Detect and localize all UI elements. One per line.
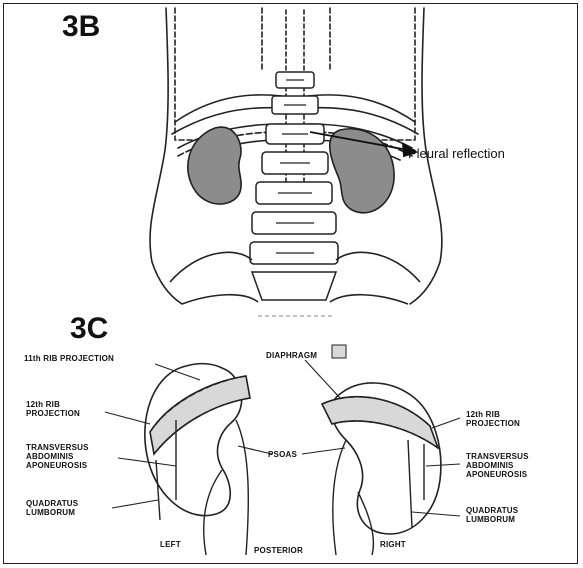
right-psoas-edge: [333, 440, 346, 555]
label-12th-rib-left: 12th RIB PROJECTION: [26, 400, 80, 418]
panel-label-3b: 3B: [62, 10, 100, 44]
sacrum: [252, 272, 336, 300]
diaphragm-legend-swatch: [332, 345, 346, 358]
torso-left-outline: [150, 8, 182, 304]
label-posterior: POSTERIOR: [254, 546, 303, 555]
label-11th-rib-projection: 11th RIB PROJECTION: [24, 354, 114, 363]
right-scapula-dashed: [380, 8, 415, 140]
label-transversus-left: TRANSVERSUS ABDOMINIS APONEUROSIS: [26, 443, 89, 470]
left-psoas-inner: [236, 420, 248, 555]
pelvis-lower-right: [330, 295, 408, 304]
left-scapula-dashed: [175, 8, 215, 140]
label-left: LEFT: [160, 540, 181, 549]
panel-label-3c: 3C: [70, 312, 108, 346]
left-kidney: [188, 127, 241, 204]
right-iliac-crest: [336, 252, 420, 282]
leader-psoas-right: [302, 448, 345, 454]
label-12th-rib-right: 12th RIB PROJECTION: [466, 410, 520, 428]
pelvis-lower-left: [182, 295, 258, 304]
label-right: RIGHT: [380, 540, 406, 549]
label-transversus-right: TRANSVERSUS ABDOMINIS APONEUROSIS: [466, 452, 529, 479]
label-quadratus-left: QUADRATUS LUMBORUM: [26, 499, 78, 517]
leader-rib12-right: [432, 418, 460, 428]
left-iliac-crest: [170, 252, 252, 282]
leader-rib12-left: [105, 412, 150, 424]
pleural-reflection-label: Pleural reflection: [408, 146, 505, 161]
label-psoas: PSOAS: [268, 450, 297, 459]
leader-ql-left: [112, 500, 158, 508]
label-diaphragm: DIAPHRAGM: [266, 351, 317, 360]
leader-psoas-left: [238, 446, 272, 454]
leader-diaphragm: [305, 360, 340, 398]
label-quadratus-right: QUADRATUS LUMBORUM: [466, 506, 518, 524]
